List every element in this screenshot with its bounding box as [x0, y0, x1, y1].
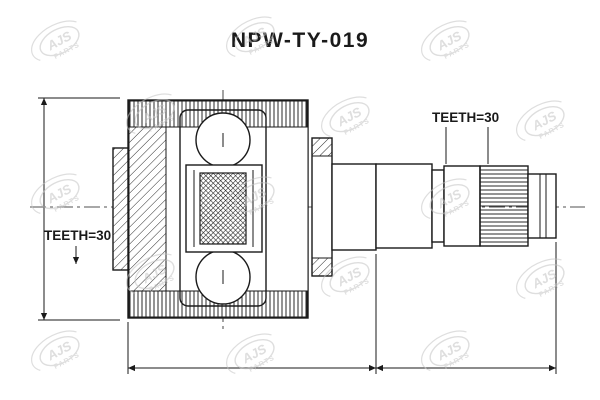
teeth-label-left: TEETH=30 [44, 228, 111, 243]
housing-left-flange-hatch [113, 148, 129, 270]
watermark-instance [509, 251, 574, 309]
boot-clamp-top-block [311, 137, 333, 157]
watermark-instance [414, 323, 479, 381]
watermark-instance [24, 166, 89, 224]
boot-clamp [311, 137, 333, 277]
watermark-instance [509, 93, 574, 151]
shaft-end-journal [527, 173, 557, 239]
dimension-left [38, 97, 120, 321]
dimension-bottom [127, 242, 557, 374]
teeth-label-left-group: TEETH=30 [44, 228, 111, 264]
teeth-label-right-group: TEETH=30 [432, 110, 499, 164]
watermark-instance [414, 13, 479, 71]
shaft-main-cylinder [375, 163, 433, 249]
watermark-instance [219, 326, 284, 384]
boot-clamp-bottom-block [311, 257, 333, 277]
shaft-neck [331, 163, 377, 251]
spline-teeth-section [479, 165, 529, 247]
shaft-spline [479, 165, 557, 247]
boot-clamp-band [311, 137, 333, 277]
inner-race [185, 164, 263, 253]
watermark-instance [24, 323, 89, 381]
watermark-instance [314, 89, 379, 147]
inner-race-spline-bore-crosshatch [200, 173, 246, 244]
teeth-label-right: TEETH=30 [432, 110, 499, 125]
watermark-instance [24, 13, 89, 71]
